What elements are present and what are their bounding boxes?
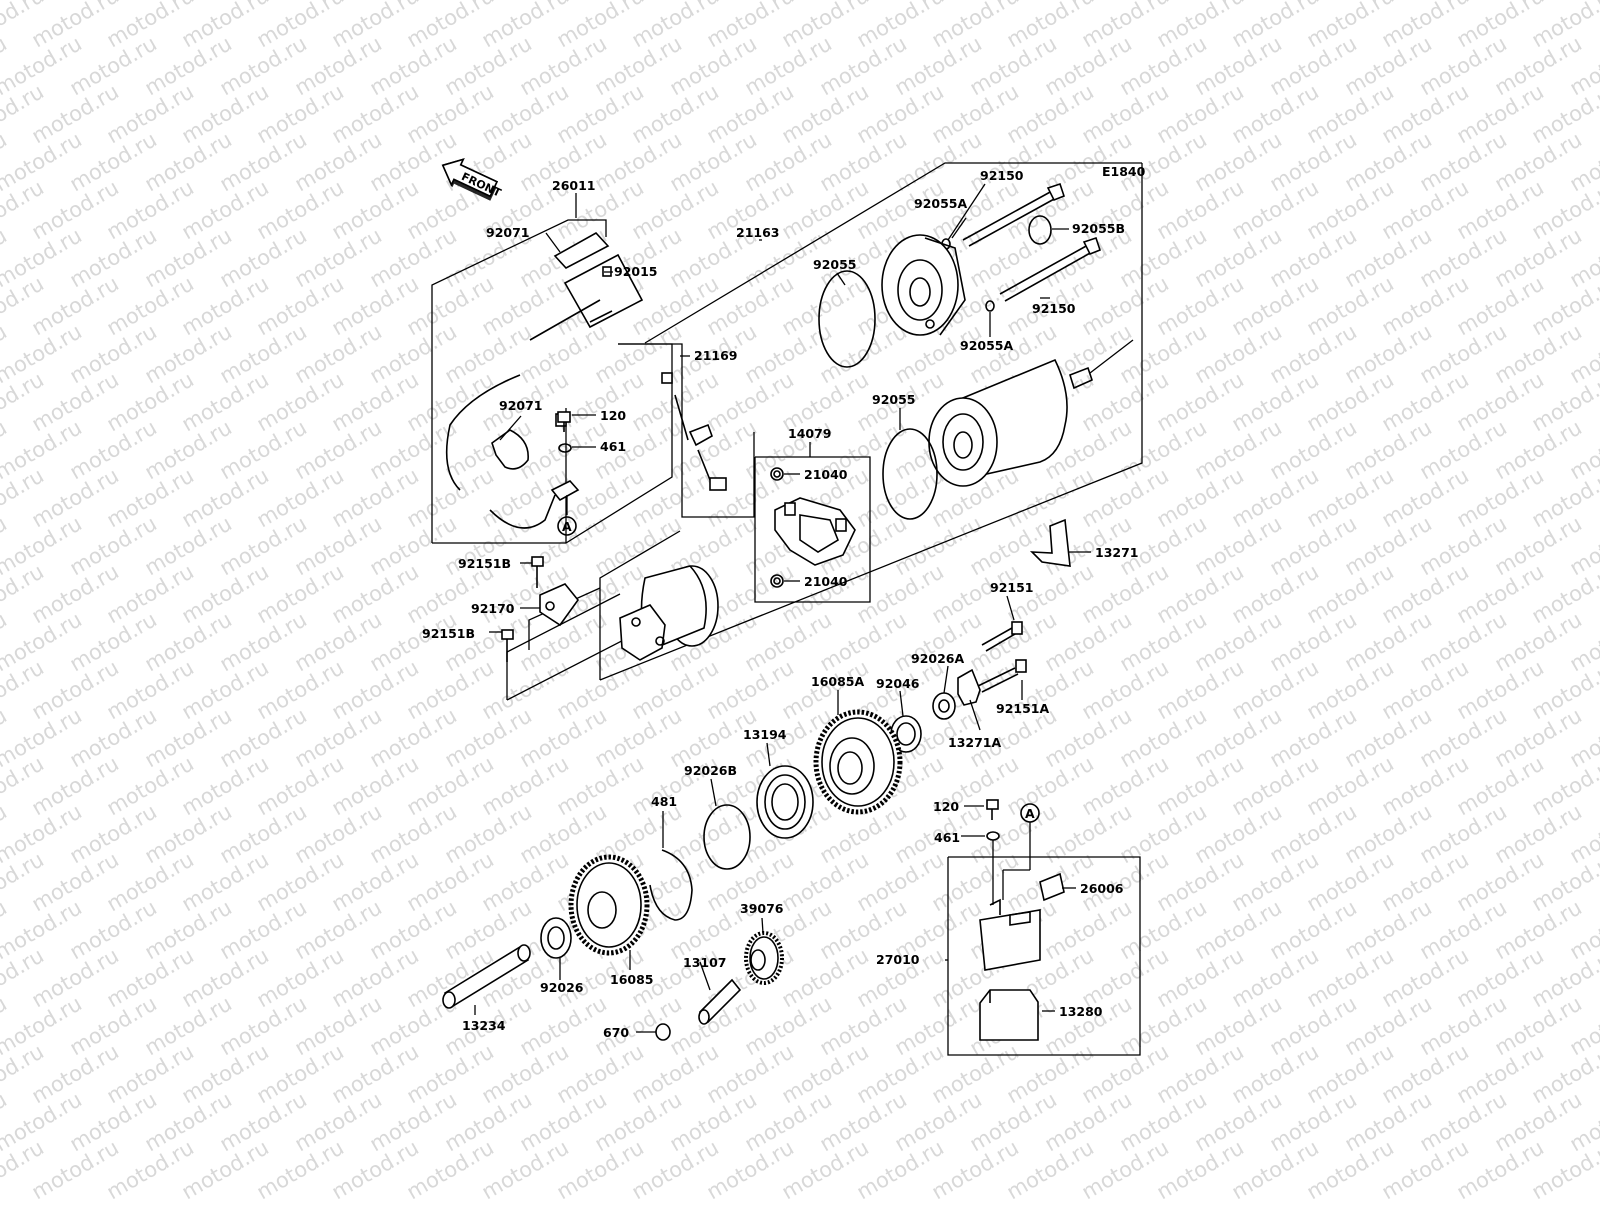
- label-26011: 26011: [552, 178, 596, 193]
- label-26006: 26006: [1080, 881, 1124, 896]
- bolt-120b: [987, 800, 998, 820]
- label-13271a: 13271A: [948, 735, 1001, 750]
- label-16085: 16085: [610, 972, 654, 987]
- reference-mark-a1-label: A: [562, 519, 572, 534]
- label-21040-bottom: 21040: [804, 574, 848, 589]
- gear-39076: [746, 933, 782, 983]
- gear-16085a: [816, 712, 900, 812]
- cover-13280: [980, 990, 1038, 1040]
- label-120-bottom: 120: [933, 799, 959, 814]
- reference-mark-a2-label: A: [1025, 806, 1035, 821]
- diagram-code: E1840: [1102, 164, 1146, 179]
- label-14079: 14079: [788, 426, 832, 441]
- label-92071-top: 92071: [486, 225, 530, 240]
- label-13271: 13271: [1095, 545, 1139, 560]
- label-92026b: 92026B: [684, 763, 737, 778]
- label-21163: 21163: [736, 225, 780, 240]
- label-13234: 13234: [462, 1018, 506, 1033]
- gear-16085: [571, 857, 647, 953]
- label-92026: 92026: [540, 980, 584, 995]
- label-461-top: 461: [600, 439, 626, 454]
- label-92071-mid: 92071: [499, 398, 543, 413]
- label-92151: 92151: [990, 580, 1034, 595]
- label-27010: 27010: [876, 952, 920, 967]
- label-92026a: 92026A: [911, 651, 964, 666]
- o-ring-670: [656, 1024, 670, 1040]
- label-92151a: 92151A: [996, 701, 1049, 716]
- label-92055-lower: 92055: [872, 392, 916, 407]
- label-21040-top: 21040: [804, 467, 848, 482]
- label-13194: 13194: [743, 727, 787, 742]
- label-92151b-lower: 92151B: [422, 626, 475, 641]
- label-120-top: 120: [600, 408, 626, 423]
- label-39076: 39076: [740, 901, 784, 916]
- label-92046: 92046: [876, 676, 920, 691]
- washer-92026a: [933, 693, 955, 719]
- label-92055-upper: 92055: [813, 257, 857, 272]
- label-92151b-upper: 92151B: [458, 556, 511, 571]
- label-21169: 21169: [694, 348, 738, 363]
- label-92055a-top: 92055A: [914, 196, 967, 211]
- label-92170: 92170: [471, 601, 515, 616]
- label-92055b: 92055B: [1072, 221, 1125, 236]
- label-92055a-bottom: 92055A: [960, 338, 1013, 353]
- label-13107: 13107: [683, 955, 727, 970]
- label-13280: 13280: [1059, 1004, 1103, 1019]
- label-670: 670: [603, 1025, 629, 1040]
- label-92150-top: 92150: [980, 168, 1024, 183]
- clutch-13194: [757, 766, 813, 838]
- label-92015: 92015: [614, 264, 658, 279]
- label-16085a: 16085A: [811, 674, 864, 689]
- label-92150-bottom: 92150: [1032, 301, 1076, 316]
- label-461-bottom: 461: [934, 830, 960, 845]
- label-481: 481: [651, 794, 677, 809]
- collar-92026: [541, 918, 571, 958]
